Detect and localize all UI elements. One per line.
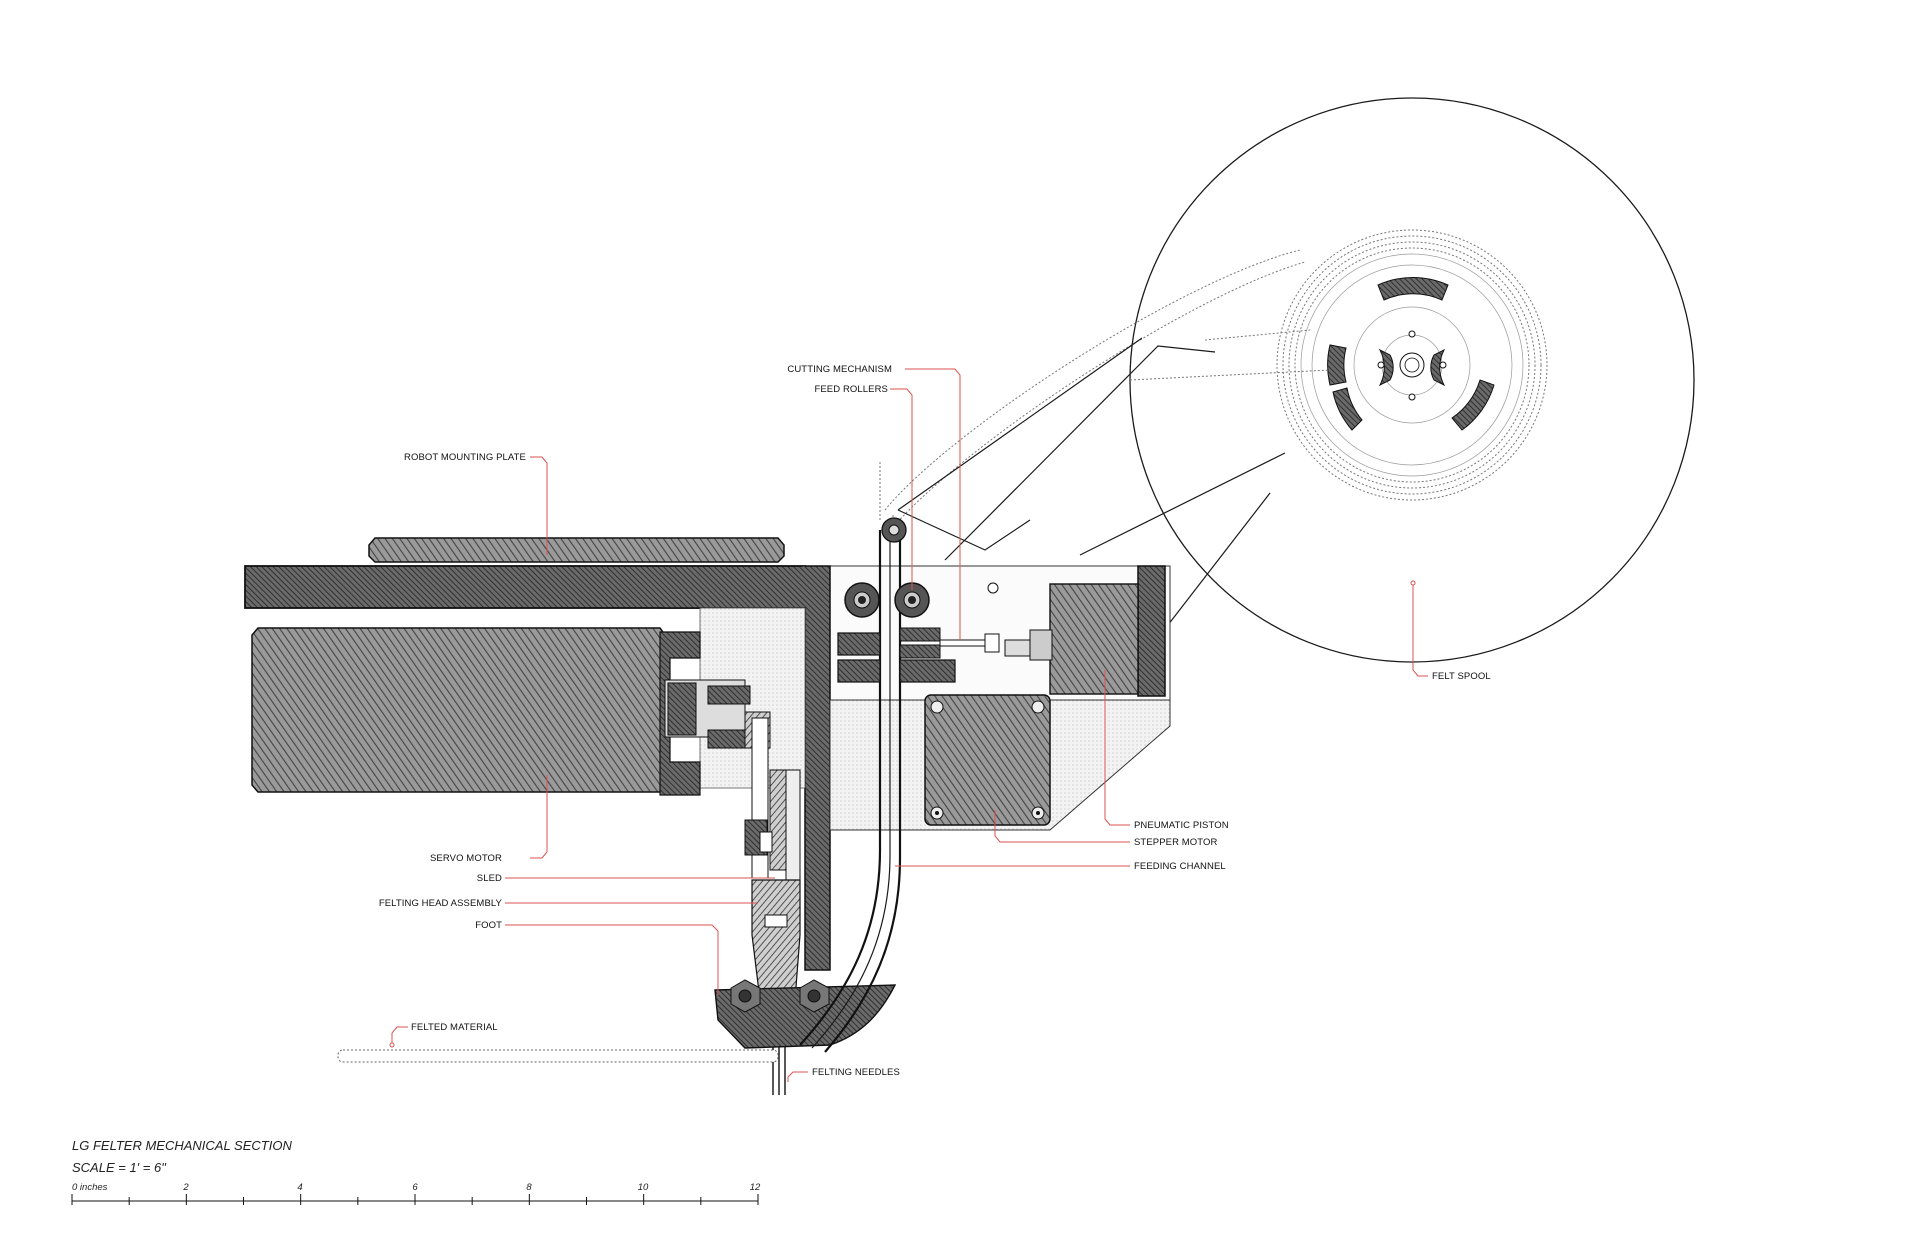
feed-rollers — [844, 517, 930, 618]
felting-head-assembly — [751, 879, 801, 1001]
scale-bar-unit-label: 0 inches — [72, 1182, 108, 1193]
label-felted-material: FELTED MATERIAL — [411, 1022, 498, 1033]
scale-bar-tick-label: 4 — [297, 1182, 302, 1193]
spool-rings — [1276, 229, 1548, 501]
scale-bar-tick-label: 12 — [750, 1182, 761, 1193]
label-sled: SLED — [477, 873, 502, 884]
label-felting-head-assembly: FELTING HEAD ASSEMBLY — [379, 898, 503, 909]
spool-axle — [1399, 352, 1425, 378]
scale-bar-tick-label: 6 — [412, 1182, 418, 1193]
robot-mounting-plate — [244, 537, 806, 609]
label-stepper-motor: STEPPER MOTOR — [1134, 837, 1218, 848]
scale-bar-tick-label: 8 — [526, 1182, 532, 1193]
scale-bar-ticks — [71, 1194, 759, 1205]
servo-motor — [251, 627, 771, 796]
label-robot-mounting-plate: ROBOT MOUNTING PLATE — [404, 452, 526, 463]
stepper-motor — [924, 694, 1051, 826]
foot — [714, 979, 897, 1049]
pneumatic-piston — [987, 582, 1139, 695]
cutting-mechanism — [837, 627, 1036, 683]
felted-material — [337, 1049, 779, 1063]
drawing-title: LG FELTER MECHANICAL SECTION — [72, 1138, 292, 1153]
felt-spool-outline — [1129, 97, 1695, 663]
scale-bar: 0 inches 2 4 6 8 10 12 — [71, 1182, 761, 1205]
spool-support-arm — [897, 337, 1286, 701]
felt-spool — [1129, 97, 1695, 663]
label-foot: FOOT — [475, 920, 502, 931]
label-cutting-mechanism: CUTTING MECHANISM — [787, 364, 892, 375]
label-felt-spool: FELT SPOOL — [1432, 671, 1491, 682]
label-leaders — [389, 368, 1428, 1082]
felt-strip-path — [884, 249, 1331, 526]
drawing-scale-note: SCALE = 1' = 6" — [72, 1160, 167, 1175]
label-felting-needles: FELTING NEEDLES — [812, 1067, 900, 1078]
spool-hub-segments — [1327, 276, 1495, 431]
scale-bar-tick-label: 2 — [182, 1182, 189, 1193]
feeding-channel — [799, 460, 902, 1053]
label-servo-motor: SERVO MOTOR — [430, 853, 502, 864]
label-feeding-channel: FEEDING CHANNEL — [1134, 861, 1226, 872]
label-pneumatic-piston: PNEUMATIC PISTON — [1134, 820, 1229, 831]
label-feed-rollers: FEED ROLLERS — [814, 384, 888, 395]
scale-bar-tick-label: 10 — [638, 1182, 649, 1193]
